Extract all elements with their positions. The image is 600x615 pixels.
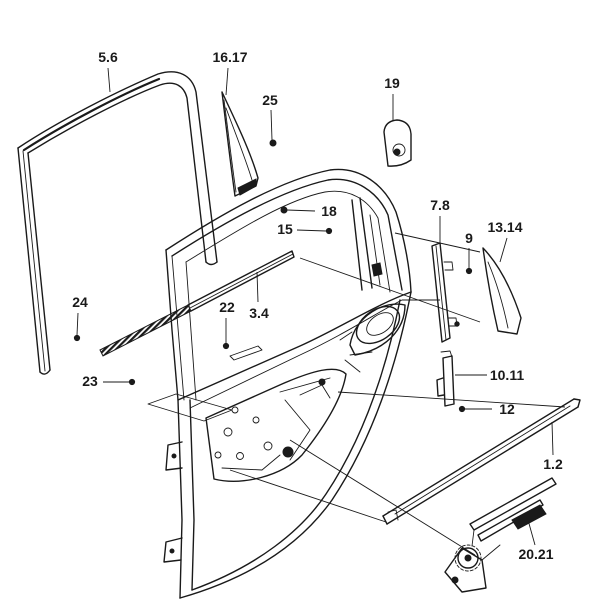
part-lower-bracket xyxy=(436,350,455,407)
callout-label: 7.8 xyxy=(430,197,450,213)
part-bracket xyxy=(383,119,412,167)
callout-label: 25 xyxy=(262,92,278,108)
fasteners xyxy=(73,139,473,413)
callout-label: 3.4 xyxy=(249,305,269,321)
callout-label: 19 xyxy=(384,75,400,91)
plate-upper xyxy=(229,345,263,361)
callout-label: 5.6 xyxy=(98,49,118,65)
callout-label: 24 xyxy=(72,294,88,310)
part-regulator xyxy=(444,477,557,593)
screw-12 xyxy=(458,405,466,413)
callout-label: 22 xyxy=(219,299,235,315)
callout-label: 10.11 xyxy=(490,367,524,383)
screw-9 xyxy=(465,267,473,275)
part-glass-channel xyxy=(221,91,259,197)
callout-label: 18 xyxy=(321,203,337,219)
screw-22 xyxy=(222,342,230,350)
part-rear-trim xyxy=(482,247,522,335)
part-belt-molding xyxy=(99,250,295,357)
screw-18 xyxy=(280,206,288,214)
callout-label: 16.17 xyxy=(212,49,247,65)
screw-25 xyxy=(269,139,277,147)
callout-label: 23 xyxy=(82,373,98,389)
door-hinges xyxy=(163,441,183,563)
callout-label: 13.14 xyxy=(487,219,522,235)
screw-24 xyxy=(73,334,81,342)
callout-label: 12 xyxy=(499,401,515,417)
screw-15 xyxy=(325,227,333,235)
screw-23 xyxy=(128,378,136,386)
plate-lower xyxy=(147,393,233,422)
part-weatherstrip xyxy=(17,71,218,375)
part-rear-channel xyxy=(431,242,460,343)
door-shell xyxy=(165,168,412,599)
door-handle xyxy=(339,303,406,373)
callout-labels: 5.6 16.17 25 19 18 15 7.8 9 13.14 24 22 … xyxy=(72,49,563,562)
part-rail xyxy=(382,398,581,525)
callout-label: 9 xyxy=(465,230,473,246)
callout-leaders xyxy=(76,67,554,546)
callout-label: 20.21 xyxy=(518,546,553,562)
callout-label: 1.2 xyxy=(543,456,563,472)
assembly-lines xyxy=(229,232,566,556)
callout-label: 15 xyxy=(277,221,293,237)
door-inner-panel xyxy=(205,368,347,482)
